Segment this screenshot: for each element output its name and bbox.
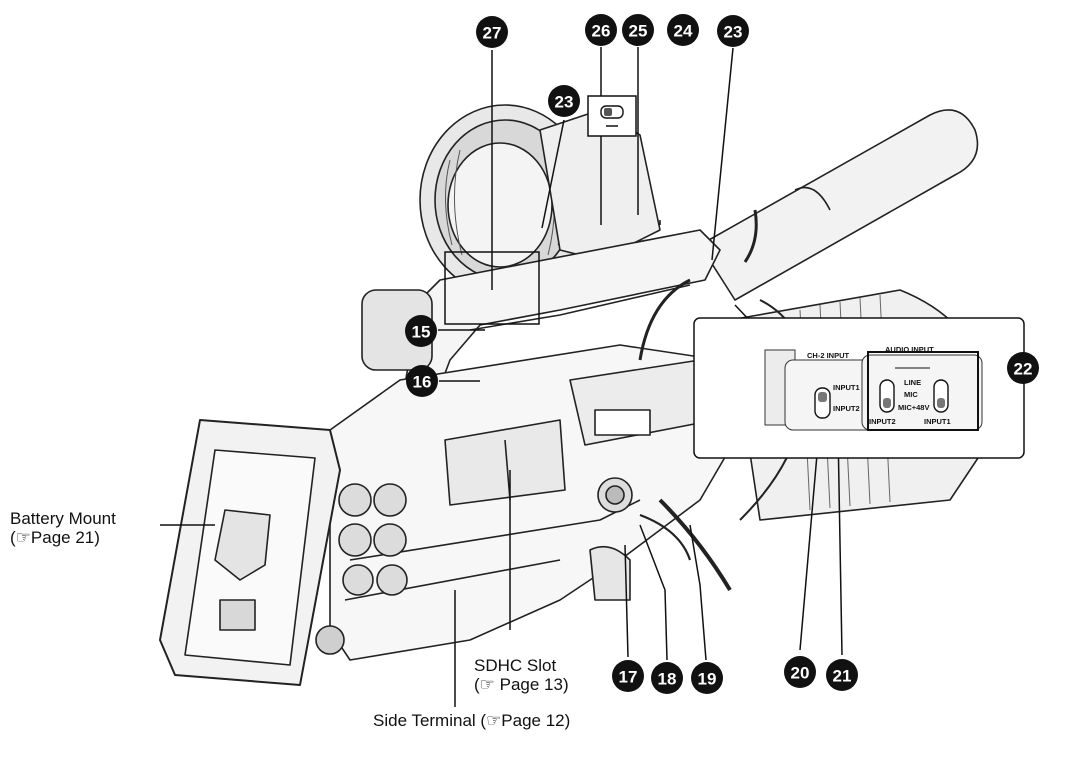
svg-text:21: 21 <box>833 667 852 686</box>
svg-text:24: 24 <box>674 22 693 41</box>
audio-input-inset: CH-2 INPUT AUDIO INPUT INPUT1 INPUT2 LIN… <box>693 317 1025 459</box>
camera-illustration <box>159 104 992 686</box>
sdhc-slot-page-ref: (☞ Page 13) <box>474 675 569 694</box>
ch2-input1-label: INPUT1 <box>833 383 860 392</box>
sdhc-slot-cover <box>444 419 566 506</box>
callout-16: 16 <box>406 365 438 397</box>
battery-mount-page-ref: (☞Page 21) <box>10 528 100 547</box>
callout-22: 22 <box>1007 352 1039 384</box>
battery-mount-title: Battery Mount <box>10 509 116 528</box>
callout-24: 24 <box>667 14 699 46</box>
svg-text:20: 20 <box>791 664 810 683</box>
callout-17: 17 <box>612 660 644 692</box>
svg-text:19: 19 <box>698 670 717 689</box>
svg-text:25: 25 <box>629 22 648 41</box>
sdhc-slot-label: SDHC Slot (☞ Page 13) <box>474 656 569 694</box>
svg-text:22: 22 <box>1014 360 1033 379</box>
line-label: LINE <box>904 378 921 387</box>
mic-label: MIC <box>904 390 918 399</box>
side-terminal-jacks <box>338 483 408 596</box>
svg-text:27: 27 <box>483 24 502 43</box>
svg-text:17: 17 <box>619 668 638 687</box>
side-terminal-label: Side Terminal (☞Page 12) <box>373 711 570 730</box>
callout-18: 18 <box>651 662 683 694</box>
side-terminal-title: Side Terminal (☞Page 12) <box>373 711 571 730</box>
callout-23-mid: 23 <box>548 85 580 117</box>
svg-text:26: 26 <box>592 22 611 41</box>
shotgun-microphone <box>699 109 979 301</box>
callout-23-top: 23 <box>717 15 749 47</box>
callout-27: 27 <box>476 16 508 48</box>
input1-bottom-label: INPUT1 <box>924 417 951 426</box>
ch2-input2-label: INPUT2 <box>833 404 860 413</box>
callout-21: 21 <box>826 659 858 691</box>
switch-25-inset <box>587 95 637 137</box>
ch2-input-title: CH-2 INPUT <box>807 351 850 360</box>
callout-19: 19 <box>691 662 723 694</box>
eyecup-detail-box <box>444 251 540 325</box>
svg-text:23: 23 <box>724 23 743 42</box>
callout-26: 26 <box>585 14 617 46</box>
callout-25: 25 <box>622 14 654 46</box>
battery-mount-label: Battery Mount (☞Page 21) <box>10 509 116 547</box>
audio-input-title: AUDIO INPUT <box>885 345 934 354</box>
svg-text:23: 23 <box>555 93 574 112</box>
svg-text:18: 18 <box>658 670 677 689</box>
input2-bottom-label: INPUT2 <box>869 417 896 426</box>
svg-text:15: 15 <box>412 323 431 342</box>
svg-text:16: 16 <box>413 373 432 392</box>
mic48-label: MIC+48V <box>898 403 929 412</box>
callout-15: 15 <box>405 315 437 347</box>
sdhc-slot-title: SDHC Slot <box>474 656 557 675</box>
callout-20: 20 <box>784 656 816 688</box>
